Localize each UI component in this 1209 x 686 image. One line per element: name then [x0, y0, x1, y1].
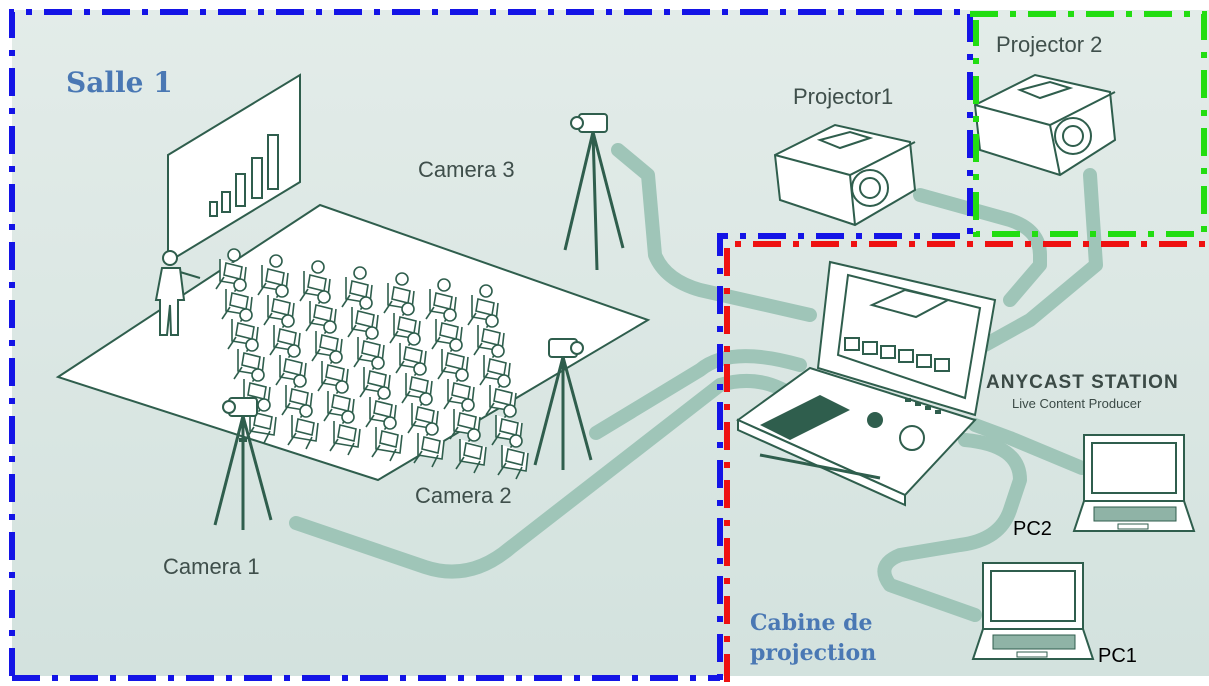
cable-pc1 — [877, 433, 1027, 622]
audience-seat — [281, 374, 313, 420]
camera1-label: Camera 1 — [163, 554, 260, 579]
zone-border-salle — [9, 9, 973, 682]
screen-icon — [167, 73, 301, 264]
audience-seat — [317, 350, 349, 396]
laptop-icon — [971, 562, 1095, 660]
cable-camera2 — [589, 349, 807, 440]
presenter-icon — [154, 250, 201, 336]
camera-tripod-icon — [563, 113, 625, 271]
zone-label-cabine: Cabine de projection — [750, 608, 876, 668]
cable-pc2 — [968, 418, 1089, 475]
audience-icon — [215, 248, 529, 480]
anycast-station-icon — [736, 260, 997, 507]
audience-seat — [287, 404, 319, 450]
audience-seat — [371, 416, 403, 462]
zone-label-cabine-line2: projection — [750, 640, 877, 666]
zone-label-salle: Salle 1 — [66, 66, 173, 99]
zone-border-cabine — [724, 241, 1206, 682]
camera-tripod-icon — [213, 397, 273, 530]
cable-camera3 — [611, 143, 817, 322]
station-name: ANYCAST STATION — [986, 372, 1179, 393]
audience-seat — [455, 428, 487, 474]
audience-seat — [329, 410, 361, 456]
camera2-label: Camera 2 — [415, 483, 512, 508]
audience-seat — [413, 422, 445, 468]
pc2-label: PC2 — [1013, 518, 1052, 540]
cable-projector2 — [978, 168, 1103, 352]
projector-icon — [973, 73, 1117, 177]
projector-icon — [773, 123, 917, 227]
audience-seat — [395, 332, 427, 378]
zone-borders — [9, 9, 1207, 682]
projector1-label: Projector1 — [793, 84, 894, 109]
zone-label-cabine-line1: Cabine de — [750, 610, 873, 636]
audience-seat — [365, 386, 397, 432]
camera-tripod-icon — [533, 338, 593, 470]
audience-seat — [497, 434, 529, 480]
zone-border-projector2 — [970, 11, 1207, 237]
laptop-icon — [1072, 434, 1196, 532]
station-subtitle: Live Content Producer — [1012, 396, 1142, 411]
audience-seat — [425, 278, 457, 324]
pc1-label: PC1 — [1098, 645, 1137, 667]
camera3-label: Camera 3 — [418, 157, 515, 182]
cables — [289, 143, 1103, 622]
audience-floor — [55, 203, 651, 482]
projector2-label: Projector 2 — [996, 32, 1103, 57]
